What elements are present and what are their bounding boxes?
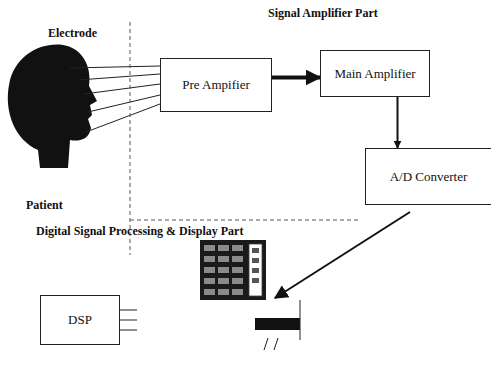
part-name: Digital Signal Processing & Display Part — [36, 224, 243, 239]
patient-head — [8, 45, 97, 168]
electrode-leads — [70, 66, 160, 132]
keyboard — [255, 318, 300, 330]
part-name: Patient — [26, 198, 63, 213]
box-label: Main Amplifier — [330, 66, 419, 82]
converter-box: A/D Converter — [365, 148, 491, 205]
monitor-display — [200, 240, 266, 300]
signal-arrow — [397, 97, 399, 148]
amplifier-box: Pre Ampifier — [160, 58, 272, 112]
box-label: A/D Converter — [386, 169, 472, 185]
cables — [120, 300, 300, 350]
amplifier-box: Main Amplifier — [320, 50, 430, 97]
box-label: DSP — [64, 312, 96, 328]
part-name: Electrode — [48, 26, 97, 41]
signal-arrow — [272, 76, 320, 80]
data-arrow — [275, 212, 410, 298]
box-label: Pre Ampifier — [178, 77, 254, 93]
processor-box: DSP — [40, 295, 120, 345]
part-name: Signal Amplifier Part — [268, 6, 378, 21]
